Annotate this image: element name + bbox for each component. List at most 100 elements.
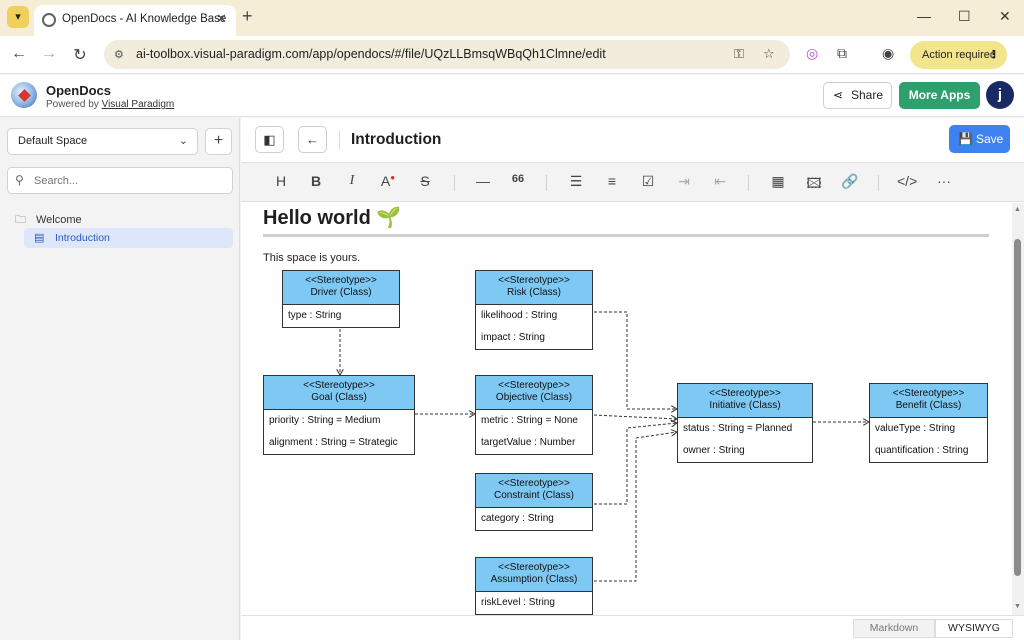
indent-icon[interactable]: ⇥	[674, 173, 694, 190]
maximize-icon[interactable]: ☐	[958, 8, 971, 25]
link-icon[interactable]: 🔗	[840, 173, 860, 190]
table-icon[interactable]: ▦	[768, 173, 788, 190]
class-name: Risk (Class)	[476, 287, 592, 299]
editor-scrollbar[interactable]: ▲ ▼	[1012, 203, 1024, 615]
globe-icon	[42, 13, 56, 27]
quote-icon[interactable]: 66	[508, 173, 528, 185]
profile-icon[interactable]: ◉	[882, 45, 894, 62]
sidebar-search: ⚲	[7, 167, 233, 194]
visual-paradigm-link[interactable]: Visual Paradigm	[102, 99, 175, 110]
space-selector[interactable]: Default Space ⌄	[7, 128, 198, 155]
back-button[interactable]: ←	[298, 126, 327, 153]
class-name: Goal (Class)	[264, 392, 414, 404]
editor-content[interactable]: Hello world 🌱 This space is yours. <<S	[241, 203, 1012, 615]
extensions-puzzle-icon[interactable]: ⧉	[837, 45, 847, 62]
class-constraint[interactable]: <<Stereotype>> Constraint (Class) catego…	[475, 473, 593, 531]
markdown-mode-tab[interactable]: Markdown	[853, 619, 935, 638]
avatar[interactable]: j	[986, 81, 1014, 109]
opendocs-logo-icon	[11, 82, 37, 108]
tab-search-icon[interactable]: ▾	[7, 6, 29, 28]
toolbar-separator	[454, 175, 455, 191]
space-selector-label: Default Space	[18, 135, 87, 147]
image-icon[interactable]: 🖾	[804, 173, 824, 197]
wysiwyg-mode-tab[interactable]: WYSIWYG	[935, 619, 1013, 638]
class-stereotype: <<Stereotype>>	[476, 478, 592, 490]
back-arrow-icon[interactable]: ←	[9, 45, 29, 63]
save-button[interactable]: 💾 Save	[949, 125, 1010, 153]
close-window-icon[interactable]: ✕	[999, 8, 1011, 25]
editor-toolbar: H B I A● S — 66 ☰ ≡ ☑ ⇥ ⇤ ▦ 🖾 🔗 </> ···	[241, 162, 1024, 202]
reload-icon[interactable]: ↻	[70, 45, 90, 65]
class-benefit[interactable]: <<Stereotype>> Benefit (Class) valueType…	[869, 383, 988, 463]
horizontal-rule-icon[interactable]: —	[473, 173, 493, 189]
browser-toolbar: ← → ↻ ⚙ ai-toolbox.visual-paradigm.com/a…	[0, 36, 1024, 74]
class-stereotype: <<Stereotype>>	[870, 388, 987, 400]
strikethrough-icon[interactable]: S	[415, 173, 435, 189]
class-attribute: category : String	[476, 508, 592, 530]
class-driver[interactable]: <<Stereotype>> Driver (Class) type : Str…	[282, 270, 400, 328]
powered-by: Powered by Visual Paradigm	[46, 99, 174, 110]
save-label: Save	[976, 132, 1003, 146]
class-attribute: metric : String = None	[476, 410, 592, 432]
editor-footer: Markdown WYSIWYG	[241, 615, 1024, 640]
class-attribute: impact : String	[476, 327, 592, 349]
action-required-button[interactable]: Action required ⋮	[910, 41, 1007, 69]
class-name: Assumption (Class)	[476, 574, 592, 586]
folder-label: Welcome	[36, 214, 82, 226]
bold-icon[interactable]: B	[306, 173, 326, 189]
class-objective[interactable]: <<Stereotype>> Objective (Class) metric …	[475, 375, 593, 455]
search-input[interactable]	[34, 172, 224, 190]
outdent-icon[interactable]: ⇤	[710, 173, 730, 190]
add-space-button[interactable]: +	[205, 128, 232, 155]
code-icon[interactable]: </>	[897, 173, 917, 189]
sidebar-item-introduction[interactable]: ▤ Introduction	[24, 228, 233, 248]
scrollbar-thumb[interactable]	[1014, 239, 1021, 576]
text-color-icon[interactable]: A●	[378, 173, 398, 189]
toggle-sidebar-button[interactable]: ◧	[255, 126, 284, 153]
class-risk[interactable]: <<Stereotype>> Risk (Class) likelihood :…	[475, 270, 593, 350]
browser-tab[interactable]: OpenDocs - AI Knowledge Base ✕	[34, 5, 236, 36]
toolbar-separator	[878, 175, 879, 191]
class-header: <<Stereotype>> Assumption (Class)	[476, 558, 592, 592]
sidebar: Default Space ⌄ + ⚲ 🗀Welcome ▤ Introduct…	[0, 118, 240, 640]
class-name: Constraint (Class)	[476, 490, 592, 502]
toolbar-separator	[546, 175, 547, 191]
tab-title: OpenDocs - AI Knowledge Base	[62, 13, 226, 25]
italic-icon[interactable]: I	[342, 173, 362, 189]
more-options-icon[interactable]: ···	[934, 173, 954, 189]
address-bar[interactable]: ⚙ ai-toolbox.visual-paradigm.com/app/ope…	[104, 40, 790, 69]
chevron-down-icon: ⌄	[179, 129, 188, 154]
url-text: ai-toolbox.visual-paradigm.com/app/opend…	[136, 47, 606, 61]
class-stereotype: <<Stereotype>>	[476, 275, 592, 287]
class-stereotype: <<Stereotype>>	[678, 388, 812, 400]
connector-risk-initiative	[594, 312, 677, 409]
heading-icon[interactable]: H	[271, 173, 291, 189]
key-icon[interactable]: ⚿	[734, 46, 744, 62]
bookmark-star-icon[interactable]: ☆	[763, 46, 775, 62]
new-tab-icon[interactable]: +	[242, 6, 253, 27]
browser-menu-icon[interactable]: ⋮	[988, 41, 999, 69]
class-name: Benefit (Class)	[870, 400, 987, 412]
extension-circle-icon[interactable]: ◎	[806, 45, 818, 62]
bullet-list-icon[interactable]: ☰	[566, 173, 586, 190]
class-goal[interactable]: <<Stereotype>> Goal (Class) priority : S…	[263, 375, 415, 455]
minimize-icon[interactable]: —	[917, 8, 931, 24]
task-list-icon[interactable]: ☑	[638, 173, 658, 190]
class-stereotype: <<Stereotype>>	[283, 275, 399, 287]
scroll-up-icon[interactable]: ▲	[1014, 206, 1021, 213]
forward-arrow-icon[interactable]: →	[39, 45, 59, 63]
class-header: <<Stereotype>> Constraint (Class)	[476, 474, 592, 508]
class-initiative[interactable]: <<Stereotype>> Initiative (Class) status…	[677, 383, 813, 463]
numbered-list-icon[interactable]: ≡	[602, 173, 622, 189]
scroll-down-icon[interactable]: ▼	[1014, 603, 1021, 610]
more-apps-button[interactable]: More Apps	[899, 82, 980, 109]
site-info-icon[interactable]: ⚙	[114, 48, 124, 61]
powered-prefix: Powered by	[46, 99, 102, 110]
class-attribute: riskLevel : String	[476, 592, 592, 614]
class-assumption[interactable]: <<Stereotype>> Assumption (Class) riskLe…	[475, 557, 593, 615]
close-tab-icon[interactable]: ✕	[216, 11, 227, 27]
class-header: <<Stereotype>> Risk (Class)	[476, 271, 592, 305]
share-button[interactable]: ⋖ Share	[823, 82, 892, 109]
connector-assumption-initiative	[594, 432, 677, 581]
class-name: Initiative (Class)	[678, 400, 812, 412]
